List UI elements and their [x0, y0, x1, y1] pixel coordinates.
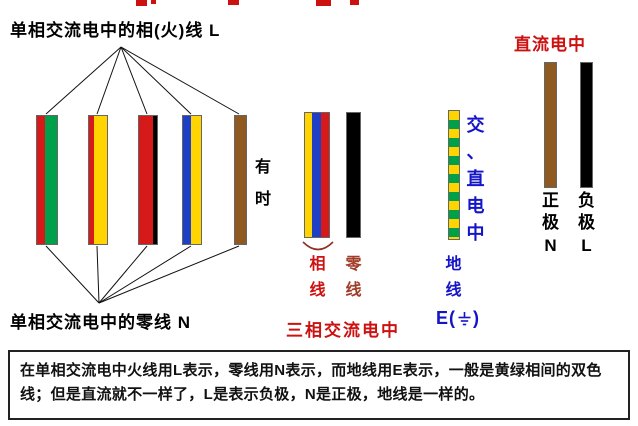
- blue-stripe: [183, 116, 192, 244]
- yellow-stripe: [93, 116, 107, 244]
- wire-bar-red-black: [138, 115, 158, 245]
- positive-pole-label: 正极 N: [541, 190, 560, 257]
- negative-pole-label: 负极 L: [577, 190, 596, 257]
- wire-bar-brown: [234, 115, 247, 245]
- wire-bar-three-phase: [304, 112, 330, 238]
- earth-code-prefix: E(: [436, 308, 456, 328]
- cropped-text-fragment: [228, 0, 239, 5]
- sometimes-label: 有时: [254, 159, 271, 208]
- yellow-stripe: [191, 116, 201, 244]
- cropped-text-fragment: [316, 0, 331, 6]
- earth-wire-label: 地线: [445, 256, 462, 300]
- black-stripe: [581, 63, 592, 187]
- red-stripe: [320, 113, 330, 237]
- green-stripe: [45, 116, 57, 244]
- wire-bar-dc-positive: [544, 62, 557, 188]
- ac-dc-label: 交、直电中: [466, 115, 485, 243]
- explanation-box: 在单相交流电中火线用L表示，零线用N表示，而地线用E表示，一般是黄绿相间的双色线…: [8, 350, 630, 420]
- three-phase-title: 三相交流电中: [286, 321, 400, 340]
- cropped-text-fragment: [350, 0, 359, 5]
- positive-letter: N: [544, 235, 557, 255]
- wire-bar-dc-negative: [580, 62, 593, 188]
- underbrace: [302, 241, 334, 251]
- neutral-wire-title: 单相交流电中的零线 N: [10, 313, 191, 332]
- wire-bar-three-phase-neutral: [346, 112, 361, 238]
- phase-wire-label: 相线: [309, 256, 326, 300]
- brown-stripe: [235, 116, 246, 244]
- black-stripe: [347, 113, 360, 237]
- live-wire-title: 单相交流电中的相(火)线 L: [10, 21, 221, 40]
- yellow-stripe: [305, 113, 313, 237]
- ground-icon: [458, 311, 471, 325]
- negative-letter: L: [581, 235, 592, 255]
- cropped-text-fragment: [151, 0, 156, 4]
- positive-text: 正极: [542, 191, 559, 233]
- yellow-green-stripe: [449, 111, 459, 239]
- wire-bar-red-green: [36, 115, 58, 245]
- red-stripe: [139, 116, 153, 244]
- cropped-text-fragment: [136, 0, 147, 6]
- wire-bar-blue-yellow: [182, 115, 202, 245]
- red-stripe: [89, 116, 94, 244]
- explanation-text: 在单相交流电中火线用L表示，零线用N表示，而地线用E表示，一般是黄绿相间的双色线…: [20, 362, 602, 403]
- wire-bar-earth: [448, 110, 460, 240]
- red-stripe: [37, 116, 46, 244]
- black-stripe: [152, 116, 157, 244]
- earth-code-label: E( ): [436, 308, 480, 329]
- negative-text: 负极: [578, 191, 595, 233]
- neutral-wire-label: 零线: [345, 256, 362, 300]
- earth-code-suffix: ): [473, 308, 480, 328]
- wire-bar-red-yellow: [88, 115, 108, 245]
- dc-title: 直流电中: [514, 35, 586, 54]
- blue-stripe: [312, 113, 321, 237]
- brown-stripe: [545, 63, 556, 187]
